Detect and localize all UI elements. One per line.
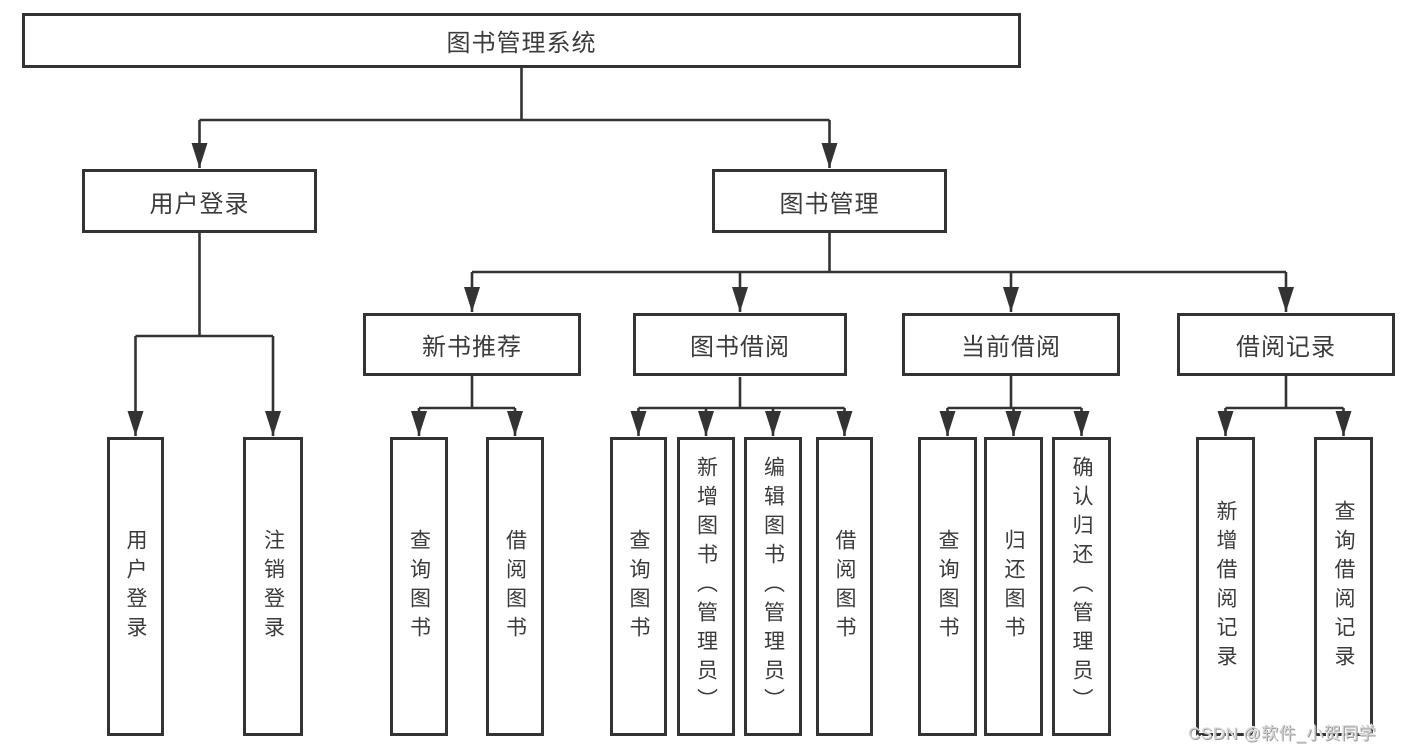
node-library-system-root: 图书管理系统	[22, 13, 1021, 68]
node-current-borrowing: 当前借阅	[902, 313, 1120, 376]
leaf-cb-confirm-return-admin: 确认归还（管理员）	[1052, 437, 1111, 736]
node-new-book-recommend: 新书推荐	[363, 313, 581, 376]
leaf-br-add-borrow-record-label: 新增借阅记录	[1214, 499, 1237, 674]
csdn-watermark: CSDN @软件_小贺同学	[1188, 724, 1377, 743]
leaf-bb-add-books-admin: 新增图书（管理员）	[677, 437, 735, 736]
leaf-bb-edit-books-admin: 编辑图书（管理员）	[744, 437, 802, 736]
leaf-logout-label: 注销登录	[261, 528, 285, 645]
leaf-nbr-borrow-books: 借阅图书	[486, 437, 544, 736]
leaf-nbr-borrow-books-label: 借阅图书	[503, 528, 527, 645]
leaf-logout: 注销登录	[243, 437, 303, 736]
connector-line	[135, 68, 1344, 410]
leaf-br-add-borrow-record: 新增借阅记录	[1196, 437, 1255, 736]
leaf-bb-borrow-books: 借阅图书	[816, 437, 873, 736]
leaf-nbr-query-books-label: 查询图书	[407, 528, 431, 645]
leaf-nbr-query-books: 查询图书	[390, 437, 448, 736]
leaf-cb-return-books: 归还图书	[984, 437, 1043, 736]
leaf-user-login-label: 用户登录	[124, 528, 147, 645]
leaf-br-query-borrow-record-label: 查询借阅记录	[1332, 499, 1355, 674]
node-book-management: 图书管理	[712, 169, 947, 233]
leaf-cb-query-books: 查询图书	[918, 437, 977, 736]
node-book-borrowing: 图书借阅	[633, 313, 847, 376]
leaf-cb-query-books-label: 查询图书	[936, 528, 959, 645]
node-user-login: 用户登录	[82, 169, 317, 233]
leaf-bb-query-books-label: 查询图书	[627, 528, 650, 645]
leaf-br-query-borrow-record: 查询借阅记录	[1314, 437, 1373, 736]
leaf-bb-query-books: 查询图书	[610, 437, 667, 736]
leaf-bb-borrow-books-label: 借阅图书	[833, 528, 856, 645]
leaf-cb-return-books-label: 归还图书	[1002, 528, 1025, 645]
node-borrow-records: 借阅记录	[1177, 313, 1395, 376]
leaf-user-login: 用户登录	[107, 437, 164, 736]
leaf-bb-edit-books-admin-label: 编辑图书（管理员）	[761, 456, 785, 717]
leaf-cb-confirm-return-admin-label: 确认归还（管理员）	[1070, 456, 1093, 717]
leaf-bb-add-books-admin-label: 新增图书（管理员）	[694, 456, 718, 717]
